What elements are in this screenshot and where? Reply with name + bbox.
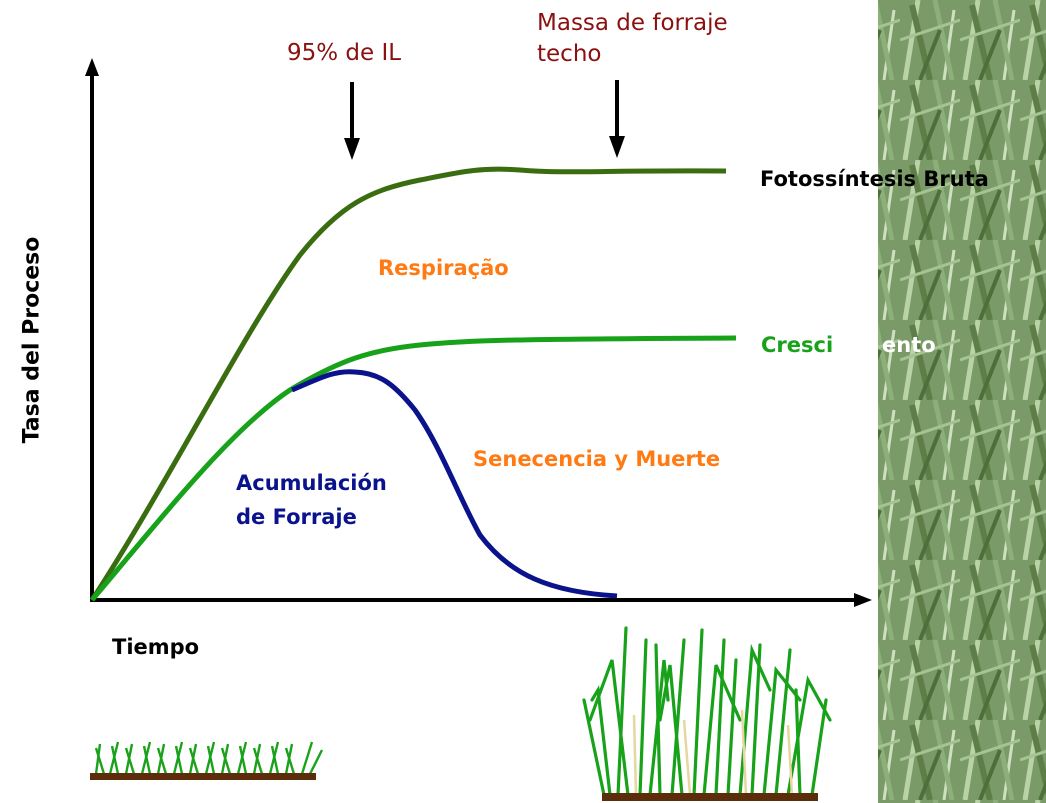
respiration-label: Respiração xyxy=(378,256,509,280)
growth-label-tail: ento xyxy=(882,333,936,357)
gross-photosynthesis-label: Fotossíntesis Bruta xyxy=(760,167,989,191)
accumulation-curve xyxy=(291,369,618,599)
accumulation-label: Acumulación de Forraje xyxy=(236,471,387,529)
grass-photo xyxy=(878,0,1046,803)
ceiling-label: Massa de forraje techo xyxy=(537,10,728,67)
tall-grass-icon xyxy=(582,626,832,801)
gross-photosynthesis-curve xyxy=(89,166,727,602)
il-arrow xyxy=(344,82,360,160)
growth-curve xyxy=(90,335,737,602)
x-axis-label: Tiempo xyxy=(112,635,200,659)
il-label: 95% de IL xyxy=(287,40,402,66)
growth-label: Cresci xyxy=(761,333,834,357)
short-grass-icon xyxy=(90,741,324,780)
y-axis xyxy=(85,58,99,600)
y-axis-label: Tasa del Proceso xyxy=(19,236,45,444)
x-axis xyxy=(90,593,872,607)
ceiling-arrow xyxy=(609,80,625,158)
senescence-label: Senecencia y Muerte xyxy=(473,447,721,471)
